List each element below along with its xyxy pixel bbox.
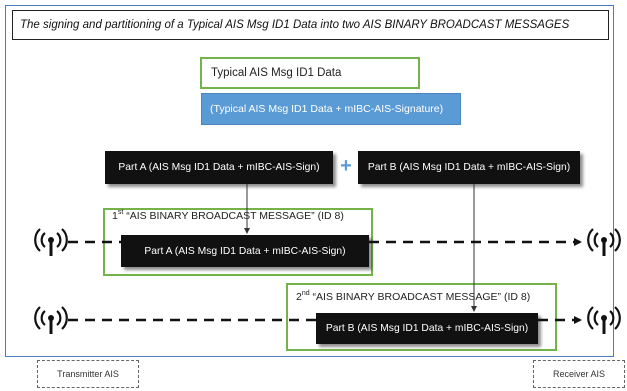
diagram-frame <box>5 5 614 357</box>
plus-symbol: + <box>340 155 352 177</box>
part-b-box: Part B (AIS Msg ID1 Data + mIBC-AIS-Sign… <box>358 151 580 184</box>
typical-data-label: Typical AIS Msg ID1 Data <box>211 67 342 79</box>
diagram-title: The signing and partitioning of a Typica… <box>12 10 609 40</box>
message-1-part-a-box: Part A (AIS Msg ID1 Data + mIBC-AIS-Sign… <box>121 235 369 267</box>
part-a-label: Part A (AIS Msg ID1 Data + mIBC-AIS-Sign… <box>118 162 320 173</box>
message-2-ordinal-suffix: nd <box>301 290 310 297</box>
part-a-box: Part A (AIS Msg ID1 Data + mIBC-AIS-Sign… <box>105 151 333 184</box>
antenna-icon <box>34 306 68 334</box>
message-1-part-label: Part A (AIS Msg ID1 Data + mIBC-AIS-Sign… <box>144 245 346 257</box>
receiver-ais-text: Receiver AIS <box>552 369 606 379</box>
transmitter-ais-label: Transmitter AIS <box>37 360 139 388</box>
message-2-part-b-box: Part B (AIS Msg ID1 Data + mIBC-AIS-Sign… <box>316 313 538 344</box>
message-1-title: “AIS BINARY BROADCAST MESSAGE” (ID 8) <box>123 210 344 222</box>
antenna-icon <box>587 228 621 256</box>
transmitter-ais-text: Transmitter AIS <box>57 369 119 379</box>
antenna-icon <box>587 306 621 334</box>
broadcast-message-2-label: 2nd “AIS BINARY BROADCAST MESSAGE” (ID 8… <box>296 290 531 303</box>
signed-data-label: (Typical AIS Msg ID1 Data + mIBC-AIS-Sig… <box>210 103 444 115</box>
typical-data-box: Typical AIS Msg ID1 Data <box>200 57 420 89</box>
signed-data-box: (Typical AIS Msg ID1 Data + mIBC-AIS-Sig… <box>201 93 461 125</box>
message-2-ordinal: 2 <box>296 291 302 303</box>
message-2-part-label: Part B (AIS Msg ID1 Data + mIBC-AIS-Sign… <box>325 323 529 334</box>
broadcast-message-1-label: 1st “AIS BINARY BROADCAST MESSAGE” (ID 8… <box>112 209 344 222</box>
diagram-title-text: The signing and partitioning of a Typica… <box>20 19 570 31</box>
plus-icon: + <box>338 155 354 177</box>
message-1-ordinal-suffix: st <box>117 209 124 216</box>
message-1-ordinal: 1 <box>112 210 118 222</box>
message-2-title: “AIS BINARY BROADCAST MESSAGE” (ID 8) <box>309 291 531 303</box>
antenna-icon <box>34 228 68 256</box>
receiver-ais-label: Receiver AIS <box>533 360 625 388</box>
part-b-label: Part B (AIS Msg ID1 Data + mIBC-AIS-Sign… <box>367 162 571 173</box>
